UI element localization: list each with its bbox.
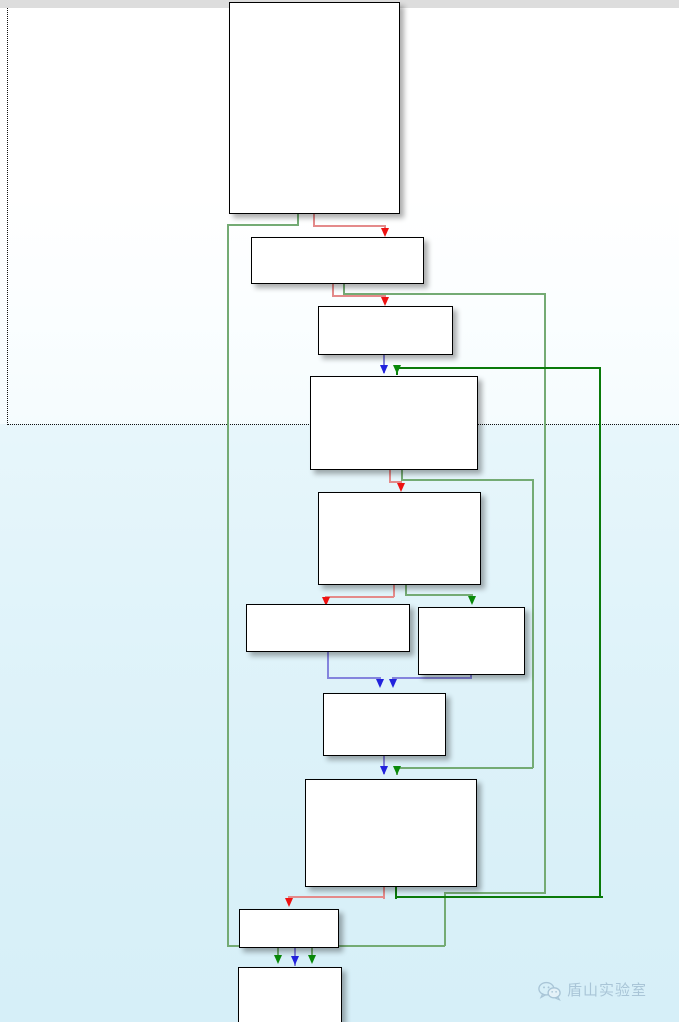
watermark: 盾山实验室	[538, 979, 648, 1001]
edge-n9-n10-seg	[288, 896, 384, 898]
edge-n1-trunk-seg	[277, 945, 279, 960]
edge-n2-loop-seg	[444, 892, 446, 946]
edge-n6-n8-seg	[327, 677, 380, 679]
edge-n1-trunk-seg	[227, 224, 299, 226]
edge-n1-trunk-seg	[297, 214, 299, 226]
edge-n7-n8-seg	[393, 677, 471, 679]
arrowhead-n1-n2	[381, 228, 389, 237]
flow-node-n7[interactable]	[418, 607, 525, 675]
edge-n3-n4-seg	[383, 355, 385, 373]
edge-n9-n4-dark-seg	[397, 367, 601, 369]
edge-n2-n3-seg	[332, 295, 385, 297]
edge-n1-n2-seg	[313, 225, 385, 227]
flow-node-n10[interactable]	[239, 909, 339, 948]
arrowhead-n7-n8	[389, 679, 397, 688]
edge-n4-n5-seg	[389, 481, 401, 483]
edge-n9-n10-seg	[383, 887, 385, 899]
edge-n4-loop2-seg	[396, 767, 533, 769]
edge-n7-n8-seg	[470, 675, 472, 679]
flow-node-n9[interactable]	[305, 779, 477, 887]
arrowhead-n9-n10	[285, 898, 293, 907]
edge-n8-n9-seg	[383, 756, 385, 774]
arrowhead-n4-n5	[397, 483, 405, 492]
edge-n2-n3-seg	[332, 284, 334, 296]
edge-n1-trunk-seg	[227, 224, 229, 946]
flow-node-n5[interactable]	[318, 492, 481, 585]
arrowhead-n6-n8	[376, 679, 384, 688]
edge-n5-n6-seg	[393, 585, 395, 597]
edge-n5-n6-seg	[325, 596, 394, 598]
arrowhead-loop2-n9	[393, 766, 401, 775]
arrowhead-n3-n4	[380, 365, 388, 374]
arrowhead-dark-n4	[393, 365, 401, 374]
edge-n9-n4-dark-seg	[395, 896, 603, 898]
arrowhead-n5-n6	[322, 597, 330, 606]
watermark-text: 盾山实验室	[567, 981, 648, 999]
arrowhead-n8-n9	[380, 766, 388, 775]
edge-n2-loop-seg	[311, 945, 313, 960]
edge-n2-loop-seg	[544, 293, 546, 894]
wechat-icon	[538, 981, 561, 1001]
flow-node-n1[interactable]	[229, 2, 400, 214]
edge-n5-n7-seg	[405, 594, 472, 596]
edge-n2-loop-seg	[343, 284, 345, 295]
edge-n4-loop2-seg	[401, 470, 403, 481]
flow-node-n3[interactable]	[318, 306, 453, 355]
edge-n2-loop-seg	[343, 293, 546, 295]
flow-node-n2[interactable]	[251, 237, 424, 284]
edge-n2-loop-seg	[444, 892, 545, 894]
edge-n4-loop2-seg	[401, 479, 534, 481]
edge-n2-loop-seg	[311, 945, 445, 947]
arrowhead-n5-n7	[468, 596, 476, 605]
arrowhead-n10-n11	[291, 956, 299, 965]
edge-n6-n8-seg	[327, 652, 329, 679]
edge-n1-n2-seg	[313, 214, 315, 226]
flow-node-n11[interactable]	[238, 967, 342, 1022]
page-guide-vertical	[7, 8, 8, 425]
edge-n9-n4-dark-seg	[395, 887, 397, 899]
edge-n4-n5-seg	[389, 470, 391, 482]
flow-node-n8[interactable]	[323, 693, 446, 756]
flow-node-n6[interactable]	[246, 604, 410, 652]
edge-n4-loop2-seg	[532, 479, 534, 768]
flow-node-n4[interactable]	[310, 376, 478, 470]
arrowhead-trunk-n11	[274, 955, 282, 964]
edge-n5-n7-seg	[405, 585, 407, 596]
edge-n9-n4-dark-seg	[599, 367, 601, 898]
arrowhead-loop-n11	[308, 955, 316, 964]
arrowhead-n2-n3	[381, 297, 389, 306]
